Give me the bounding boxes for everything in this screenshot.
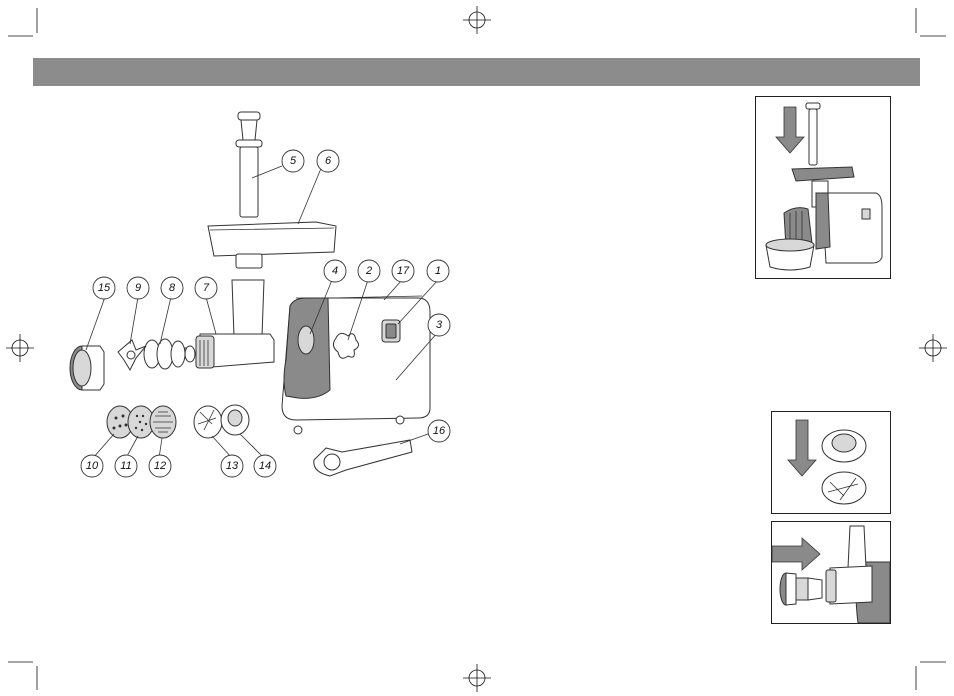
svg-text:17: 17	[397, 265, 410, 277]
svg-text:9: 9	[135, 282, 141, 294]
svg-text:5: 5	[290, 155, 297, 167]
ring-nut-part	[70, 346, 104, 390]
svg-text:7: 7	[203, 282, 210, 294]
down-arrow-icon	[788, 420, 816, 476]
callout-15: 15	[93, 277, 115, 299]
callout-2: 2	[358, 260, 380, 282]
svg-text:2: 2	[365, 265, 372, 277]
svg-text:10: 10	[86, 460, 99, 472]
svg-text:14: 14	[259, 460, 271, 472]
svg-text:1: 1	[435, 265, 441, 277]
svg-text:4: 4	[332, 265, 338, 277]
callout-14: 14	[254, 455, 276, 477]
illustration-kebbe	[771, 411, 891, 514]
plunger-part	[236, 112, 262, 217]
kebbe-shaper-part	[221, 405, 249, 435]
svg-text:11: 11	[120, 460, 131, 472]
callout-1: 1	[427, 260, 449, 282]
callout-4: 4	[324, 260, 346, 282]
svg-text:16: 16	[433, 425, 446, 437]
cutter-part	[118, 340, 146, 370]
kebbe-illustration-svg	[772, 412, 890, 513]
svg-text:12: 12	[154, 460, 166, 472]
callout-5: 5	[282, 150, 304, 172]
assembly-illustration-svg	[772, 522, 890, 623]
callout-11: 11	[115, 455, 137, 477]
callout-8: 8	[161, 277, 183, 299]
callout-6: 6	[317, 150, 339, 172]
right-arrow-icon	[772, 538, 820, 570]
disc-coarse-part	[150, 406, 176, 438]
wrench-part	[314, 440, 412, 476]
svg-text:15: 15	[98, 282, 111, 294]
callout-13: 13	[221, 455, 243, 477]
callout-9: 9	[127, 277, 149, 299]
callout-17: 17	[392, 260, 414, 282]
callout-12: 12	[149, 455, 171, 477]
illustration-assembly	[771, 521, 891, 624]
callout-3: 3	[428, 314, 450, 336]
auger-part	[144, 339, 195, 369]
svg-text:6: 6	[325, 155, 332, 167]
feeding-illustration-svg	[756, 97, 890, 278]
callout-10: 10	[81, 455, 103, 477]
kebbe-cone-part	[194, 406, 222, 438]
illustration-feeding	[755, 96, 891, 279]
callout-7: 7	[195, 277, 217, 299]
svg-text:8: 8	[169, 282, 176, 294]
svg-text:3: 3	[436, 319, 443, 331]
svg-text:13: 13	[226, 460, 239, 472]
tray-part	[208, 222, 336, 268]
down-arrow-icon	[776, 107, 804, 153]
callout-16: 16	[428, 420, 450, 442]
